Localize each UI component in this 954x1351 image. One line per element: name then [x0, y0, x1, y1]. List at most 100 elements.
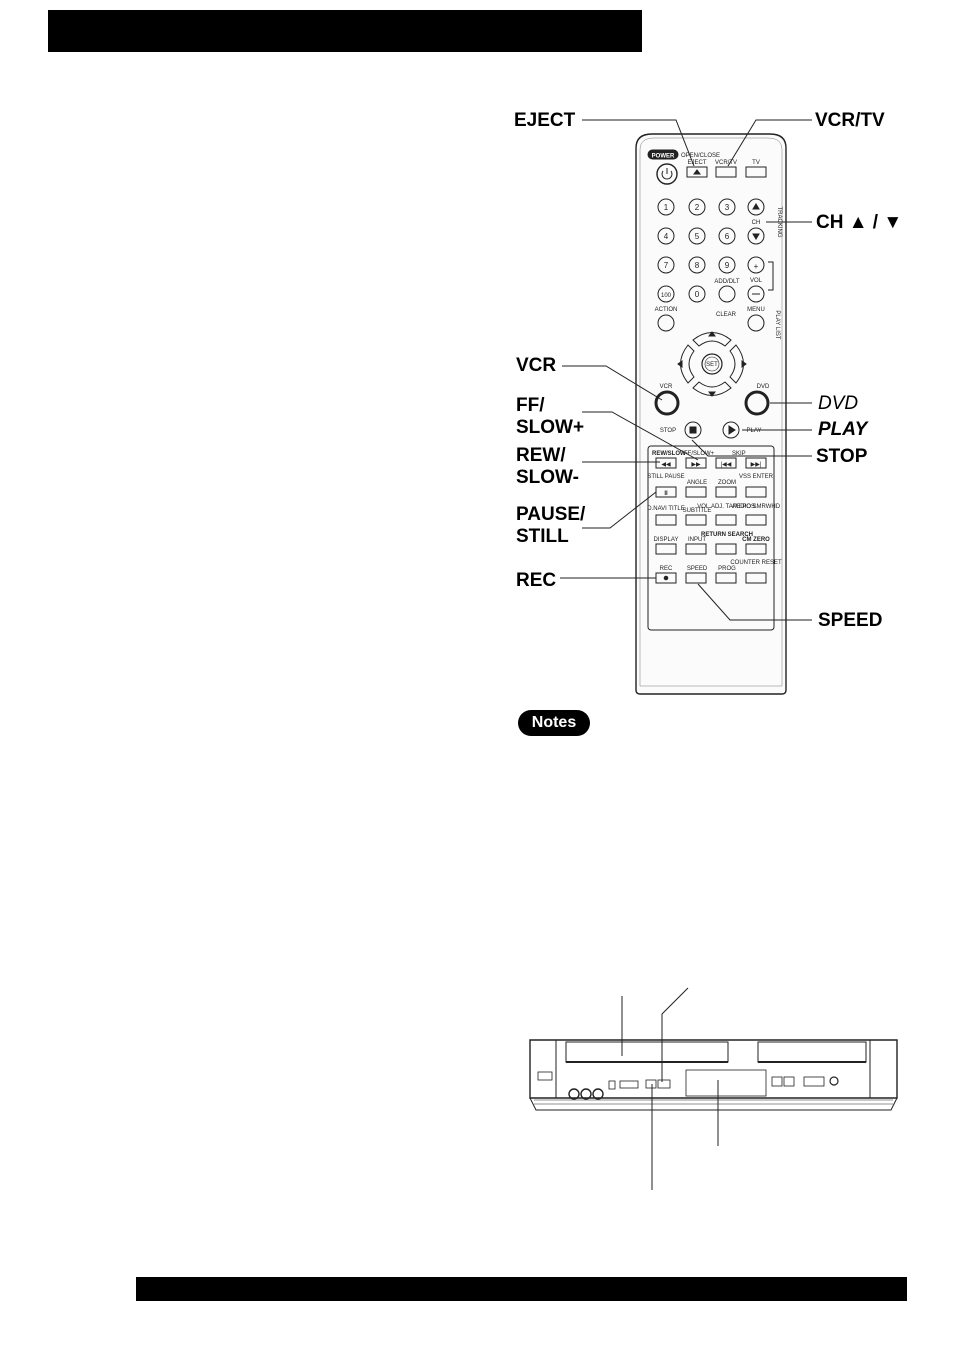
callout-vcr: VCR: [516, 355, 557, 376]
key-label: D.NAVI TITLE: [647, 506, 684, 512]
callout-vcr-tv: VCR/TV: [815, 110, 885, 131]
digit-4-button[interactable]: [657, 227, 675, 245]
channel-up-button[interactable]: [747, 198, 765, 216]
add-dlt-button[interactable]: [718, 285, 736, 303]
eject-button[interactable]: [686, 166, 708, 178]
power-icon: [661, 168, 673, 180]
input-button[interactable]: [685, 543, 707, 555]
down-triangle-icon: [752, 233, 760, 240]
digit-100-button[interactable]: [657, 285, 675, 303]
audio-button[interactable]: [745, 514, 767, 526]
front-jog-dial[interactable]: [829, 1076, 839, 1086]
dv-jack: [608, 1080, 616, 1090]
menu-button[interactable]: [747, 314, 765, 332]
vcr-key-label: VCR: [660, 384, 673, 390]
callout-pause-still: PAUSE/ STILL: [516, 504, 586, 547]
power-label: POWER: [652, 154, 675, 160]
notes-badge: Notes: [518, 710, 590, 736]
rew-button[interactable]: [655, 457, 677, 469]
svg-text:|◀◀: |◀◀: [721, 462, 732, 468]
arrow-up-icon: [708, 331, 716, 337]
zoom-button[interactable]: [715, 486, 737, 498]
front-power-button[interactable]: [537, 1071, 553, 1081]
key-label: STILL PAUSE: [647, 474, 684, 480]
subtitle-button[interactable]: [685, 514, 707, 526]
digit-label: 4: [664, 232, 669, 241]
display-button[interactable]: [655, 543, 677, 555]
play-button[interactable]: [722, 421, 740, 439]
digit-5-button[interactable]: [688, 227, 706, 245]
nav-down-button[interactable]: [692, 381, 732, 396]
dnavi-title-button[interactable]: [655, 514, 677, 526]
ff-slow-label: FF/SLOW+: [684, 451, 715, 457]
vcr-button[interactable]: [654, 390, 680, 416]
digit-2-button[interactable]: [688, 198, 706, 216]
disc-tray: [757, 1041, 867, 1063]
digit-label: 5: [695, 232, 700, 241]
digit-3-button[interactable]: [718, 198, 736, 216]
nav-up-button[interactable]: [692, 332, 732, 347]
ch-label: CH: [752, 220, 761, 226]
digit-label: 2: [695, 203, 700, 212]
digit-8-button[interactable]: [688, 256, 706, 274]
angle-button[interactable]: [685, 486, 707, 498]
key-label: VOL.ADJ. TAPE POS.: [697, 504, 757, 510]
volume-down-button[interactable]: [747, 285, 765, 303]
vol-adj-button[interactable]: [715, 514, 737, 526]
front-stop-button[interactable]: [771, 1076, 783, 1087]
front-eject-button[interactable]: [645, 1079, 657, 1089]
digit-label: 8: [695, 261, 700, 270]
dvd-button[interactable]: [744, 390, 770, 416]
front-skip-buttons[interactable]: [803, 1076, 825, 1087]
power-button[interactable]: [656, 163, 678, 185]
prog-button[interactable]: [715, 572, 737, 584]
channel-buttons[interactable]: [619, 1080, 639, 1089]
counter-reset-button[interactable]: [745, 572, 767, 584]
action-button[interactable]: [657, 314, 675, 332]
front-stop-eject-button[interactable]: [657, 1079, 671, 1089]
callout-rew-slow: REW/ SLOW-: [516, 445, 579, 488]
callout-stop: STOP: [816, 446, 868, 467]
digit-6-button[interactable]: [718, 227, 736, 245]
search-button[interactable]: [715, 543, 737, 555]
set-button[interactable]: [701, 353, 723, 375]
stop-button[interactable]: [684, 421, 702, 439]
key-label: SUBTITLE: [683, 508, 712, 514]
arrow-right-icon: [741, 360, 747, 368]
skip-back-button[interactable]: [715, 457, 737, 469]
stop-key-label: STOP: [660, 428, 676, 434]
vss-enter-button[interactable]: [745, 486, 767, 498]
clear-label: CLEAR: [716, 312, 737, 318]
digit-0-button[interactable]: [688, 285, 706, 303]
callout-dvd: DVD: [818, 393, 859, 414]
skip-forward-button[interactable]: [745, 457, 767, 469]
speed-button[interactable]: [685, 572, 707, 584]
key-label: SPEED: [687, 566, 708, 572]
nav-left-button[interactable]: [680, 344, 695, 384]
channel-down-button[interactable]: [747, 227, 765, 245]
key-label: VSS ENTER: [739, 474, 774, 480]
play-icon: [728, 425, 736, 435]
digit-1-button[interactable]: [657, 198, 675, 216]
front-play-button[interactable]: [783, 1076, 795, 1087]
play-list-label: PLAY LIST: [774, 310, 780, 339]
key-label: ANGLE: [687, 480, 707, 486]
input-jack: [568, 1088, 580, 1100]
number-keypad: [657, 198, 736, 303]
digit-label: 3: [725, 203, 730, 212]
menu-label: MENU: [747, 307, 765, 313]
nav-right-button[interactable]: [729, 344, 744, 384]
rew-slow-label: REW/SLOW-: [652, 451, 688, 457]
ff-button[interactable]: [685, 457, 707, 469]
tv-button[interactable]: [745, 166, 767, 178]
input-jack: [592, 1088, 604, 1100]
cm-zero-button[interactable]: [745, 543, 767, 555]
digit-7-button[interactable]: [657, 256, 675, 274]
digit-9-button[interactable]: [718, 256, 736, 274]
add-dlt-label: ADD/DLT: [714, 279, 740, 285]
svg-text:◀◀: ◀◀: [661, 462, 671, 468]
vcr-tv-button[interactable]: [715, 166, 737, 178]
volume-up-button[interactable]: [747, 256, 765, 274]
key-label: INPUT: [688, 537, 706, 543]
